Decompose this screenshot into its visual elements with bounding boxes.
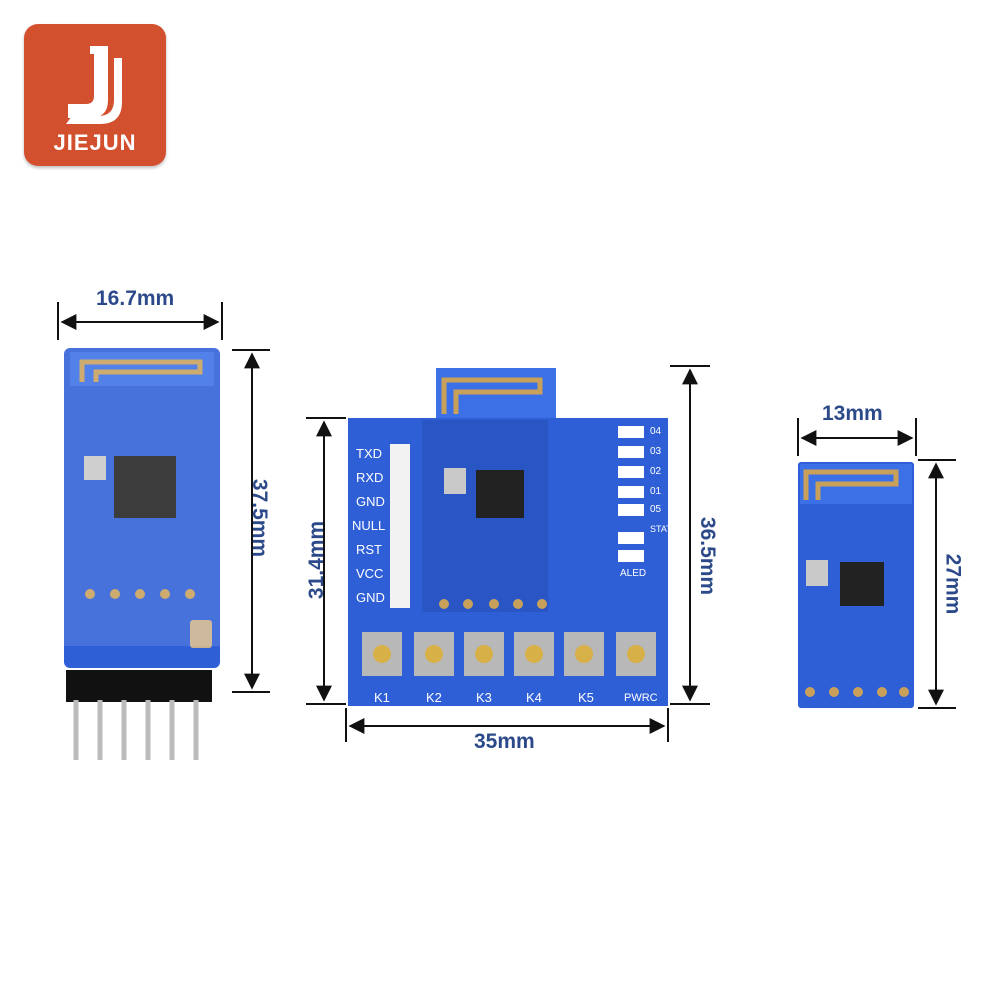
brand-logo: JIEJUN (24, 24, 166, 166)
pin-label: GND (356, 494, 385, 509)
module-2-board (348, 368, 668, 706)
led-label: 02 (650, 466, 662, 477)
module-1-width-label: 16.7mm (96, 287, 175, 310)
module-2-width-arrow (345, 708, 669, 742)
led-label: 05 (650, 504, 662, 515)
module-3-board (798, 462, 914, 708)
led-label: STAT (650, 524, 672, 534)
pin-label: NULL (352, 518, 386, 533)
pin-label: TXD (356, 446, 382, 461)
module-2-right-height-label: 36.5mm (696, 516, 720, 596)
module-2-right-height-arrow (670, 365, 710, 705)
module-3-height-label: 27mm (941, 553, 965, 615)
pin-label: VCC (356, 566, 384, 581)
module-1-height-label: 37.5mm (248, 478, 272, 558)
module-2-keys (362, 632, 656, 676)
led-label: 03 (650, 446, 662, 457)
module-3-width-arrow (797, 418, 917, 456)
key-label: K4 (526, 690, 542, 705)
led-label: ALED (620, 568, 647, 579)
module-2-left-height-label: 31.4mm (305, 520, 329, 600)
logo-brand-text: JIEJUN (53, 130, 137, 155)
module-1-height-arrow (232, 349, 270, 693)
led-label: 04 (650, 426, 662, 437)
module-3-height-arrow (918, 459, 956, 709)
key-label: K5 (578, 690, 594, 705)
module-2-left-height-arrow (306, 417, 346, 705)
led-label: 01 (650, 486, 662, 497)
key-label: PWRC (624, 692, 658, 704)
module-1-width-arrow (57, 302, 223, 340)
module-1-board (56, 340, 226, 760)
module-2-width-label: 35mm (474, 730, 535, 753)
key-label: K1 (374, 690, 390, 705)
jiejun-mark-icon (66, 46, 122, 124)
pin-label: RXD (356, 470, 384, 485)
pin-label: GND (356, 590, 385, 605)
pin-label: RST (356, 542, 382, 557)
module-3-width-label: 13mm (822, 402, 883, 425)
key-label: K2 (426, 690, 442, 705)
key-label: K3 (476, 690, 492, 705)
